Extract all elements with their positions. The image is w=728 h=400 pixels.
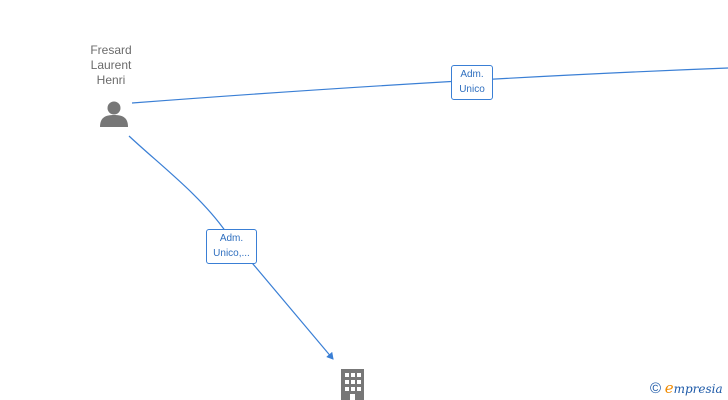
person-name-line-3: Henri xyxy=(96,73,126,87)
person-name-line-1: Fresard xyxy=(90,43,132,57)
edge-label-adm-unico-company[interactable]: Adm. Unico,... xyxy=(206,229,257,264)
edge-line-adm-unico xyxy=(131,67,728,104)
edge-label-adm-unico[interactable]: Adm. Unico xyxy=(451,65,493,100)
edge-label-line: Unico,... xyxy=(213,248,250,259)
brand-initial: e xyxy=(664,379,674,397)
edge-label-line: Adm. xyxy=(219,233,244,244)
person-name-line-2: Laurent xyxy=(90,58,132,72)
edge-label-line: Unico xyxy=(459,84,485,95)
edge-line-adm-unico-company xyxy=(128,135,334,360)
building-icon[interactable] xyxy=(341,369,364,400)
person-icon[interactable] xyxy=(100,101,128,128)
edge-label-line: Adm. xyxy=(460,69,484,80)
brand-name: mpresia xyxy=(673,382,723,396)
copyright-symbol: © xyxy=(650,380,662,397)
person-name[interactable]: Fresard Laurent Henri xyxy=(76,43,146,88)
empresia-watermark[interactable]: © empresia xyxy=(650,379,723,397)
